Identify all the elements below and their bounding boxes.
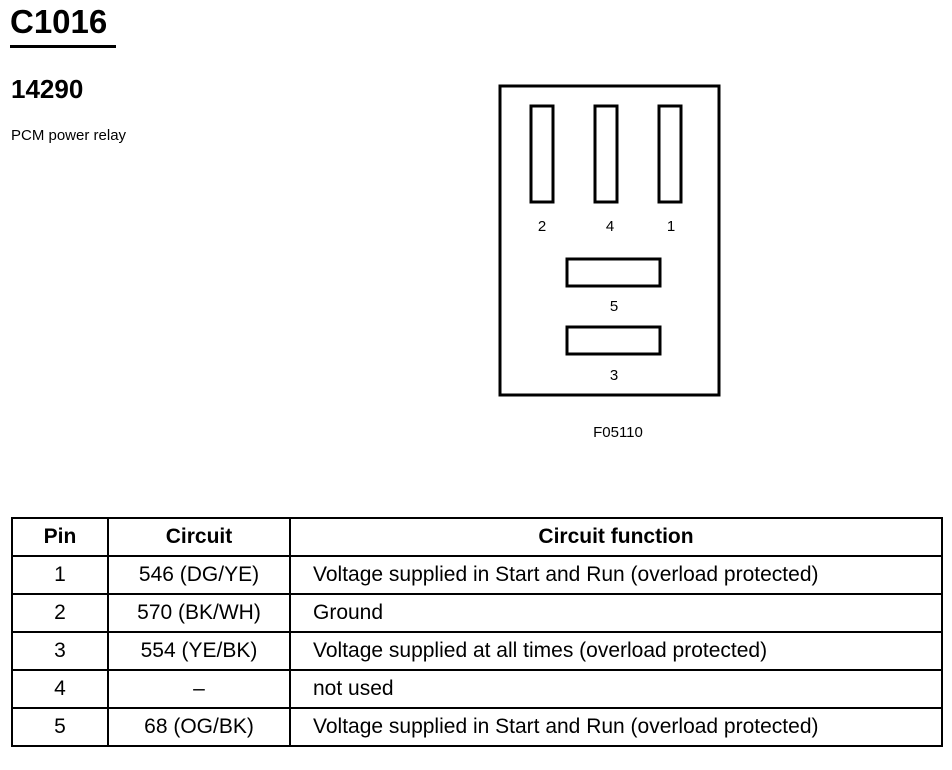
terminal-pin-1 (657, 104, 683, 204)
title-underline (10, 45, 116, 48)
terminal-pin-3 (565, 325, 662, 356)
cell-circuit-function: Voltage supplied in Start and Run (overl… (289, 555, 943, 595)
header-circuit: Circuit (107, 517, 291, 557)
pin-circuit-table: Pin Circuit Circuit function 1 546 (DG/Y… (11, 517, 943, 747)
pin-label-1: 1 (667, 218, 675, 235)
table-row: 5 68 (OG/BK) Voltage supplied in Start a… (11, 707, 943, 747)
cell-circuit-function: Voltage supplied in Start and Run (overl… (289, 707, 943, 747)
table-row: 4 – not used (11, 669, 943, 709)
table-row: 1 546 (DG/YE) Voltage supplied in Start … (11, 555, 943, 595)
terminal-pin-4 (593, 104, 619, 204)
cell-pin: 5 (11, 707, 109, 747)
cell-circuit: 554 (YE/BK) (107, 631, 291, 671)
component-description: PCM power relay (11, 127, 127, 144)
cell-pin: 1 (11, 555, 109, 595)
header-circuit-function: Circuit function (289, 517, 943, 557)
part-number: 14290 (11, 74, 84, 104)
cell-circuit: – (107, 669, 291, 709)
cell-circuit-function: not used (289, 669, 943, 709)
terminal-pin-2 (529, 104, 555, 204)
table-header-row: Pin Circuit Circuit function (11, 517, 943, 557)
figure-code: F05110 (593, 424, 643, 441)
pin-label-4: 4 (606, 218, 614, 235)
pin-label-5: 5 (610, 298, 618, 315)
cell-circuit-function: Voltage supplied at all times (overload … (289, 631, 943, 671)
connector-housing (498, 84, 721, 397)
connector-face-diagram: 2 4 1 5 3 F05110 (498, 84, 721, 441)
pin-label-3: 3 (610, 367, 618, 384)
cell-circuit: 68 (OG/BK) (107, 707, 291, 747)
cell-circuit: 546 (DG/YE) (107, 555, 291, 595)
table-row: 3 554 (YE/BK) Voltage supplied at all ti… (11, 631, 943, 671)
table-row: 2 570 (BK/WH) Ground (11, 593, 943, 633)
cell-pin: 2 (11, 593, 109, 633)
cell-circuit-function: Ground (289, 593, 943, 633)
pin-label-2: 2 (538, 218, 546, 235)
connector-id: C1016 (10, 3, 108, 40)
header-pin: Pin (11, 517, 109, 557)
cell-circuit: 570 (BK/WH) (107, 593, 291, 633)
cell-pin: 4 (11, 669, 109, 709)
terminal-pin-5 (565, 257, 662, 288)
cell-pin: 3 (11, 631, 109, 671)
